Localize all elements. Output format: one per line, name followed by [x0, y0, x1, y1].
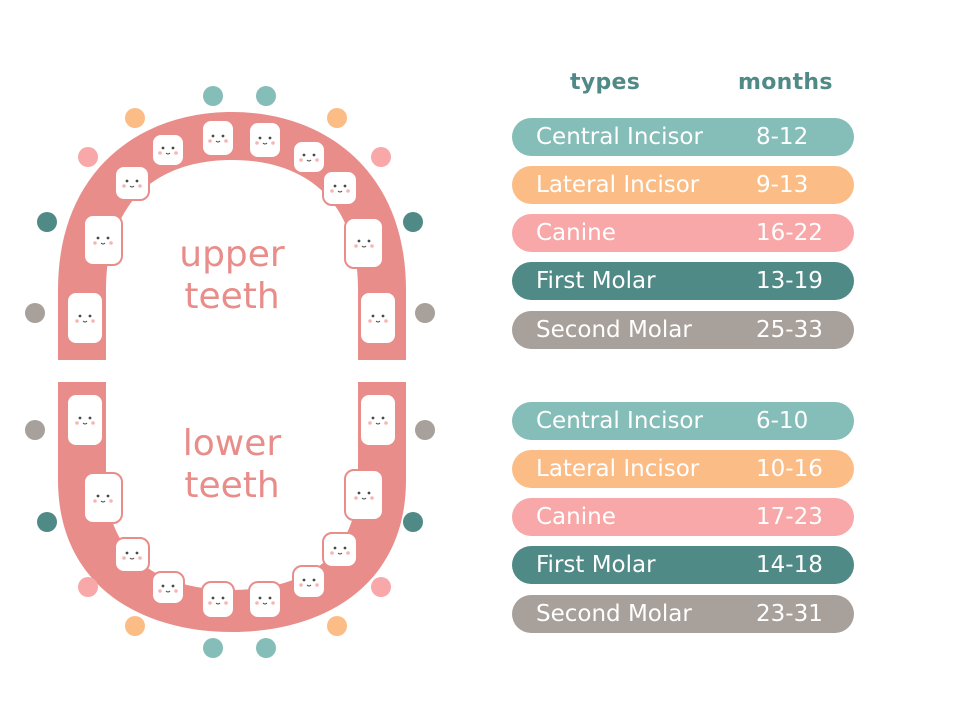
lower-row-lateral-incisor: Lateral Incisor 10-16 [512, 450, 854, 488]
upper-row-second-molar: Second Molar 25-33 [512, 311, 854, 349]
upper-dot-lateral [327, 108, 347, 128]
months-header: months [738, 70, 833, 95]
upper-tooth-first_molar [344, 217, 384, 269]
row-months: 13-19 [756, 268, 823, 294]
row-type: Second Molar [536, 601, 692, 627]
lower-tooth-first_molar [344, 469, 384, 521]
row-type: First Molar [536, 552, 656, 578]
lower-tooth-lateral [292, 565, 326, 599]
upper-dot-canine [78, 147, 98, 167]
upper-tooth-second_molar [359, 291, 397, 345]
row-months: 8-12 [756, 124, 809, 150]
lower-dot-first_molar [403, 512, 423, 532]
upper-tooth-canine [322, 170, 358, 206]
upper-label-line2: teeth [184, 276, 279, 317]
lower-dot-second_molar [25, 420, 45, 440]
row-months: 17-23 [756, 504, 823, 530]
row-type: Lateral Incisor [536, 172, 700, 198]
row-months: 16-22 [756, 220, 823, 246]
tooth-color-dots [25, 86, 435, 658]
upper-row-lateral-incisor: Lateral Incisor 9-13 [512, 166, 854, 204]
upper-tooth-second_molar [66, 291, 104, 345]
row-months: 9-13 [756, 172, 809, 198]
row-type: Lateral Incisor [536, 456, 700, 482]
upper-row-canine: Canine 16-22 [512, 214, 854, 252]
lower-tooth-lateral [151, 571, 185, 605]
upper-tooth-lateral [151, 133, 185, 167]
upper-label-line1: upper [179, 234, 285, 275]
upper-dot-second_molar [25, 303, 45, 323]
upper-tooth-first_molar [83, 214, 123, 266]
lower-dot-canine [371, 577, 391, 597]
upper-dot-central [203, 86, 223, 106]
upper-dot-central [256, 86, 276, 106]
upper-dot-second_molar [415, 303, 435, 323]
lower-dot-lateral [327, 616, 347, 636]
row-type: First Molar [536, 268, 656, 294]
lower-label-line1: lower [183, 423, 282, 464]
lower-tooth-first_molar [83, 472, 123, 524]
lower-row-central-incisor: Central Incisor 6-10 [512, 402, 854, 440]
lower-tooth-central [248, 581, 282, 619]
lower-tooth-second_molar [359, 393, 397, 447]
lower-row-second-molar: Second Molar 23-31 [512, 595, 854, 633]
lower-tooth-second_molar [66, 393, 104, 447]
lower-dot-first_molar [37, 512, 57, 532]
row-type: Central Incisor [536, 408, 703, 434]
lower-row-canine: Canine 17-23 [512, 498, 854, 536]
row-type: Canine [536, 220, 616, 246]
lower-tooth-canine [322, 532, 358, 568]
upper-tooth-central [248, 121, 282, 159]
upper-dot-lateral [125, 108, 145, 128]
teeth-layer [66, 119, 397, 619]
lower-dot-canine [78, 577, 98, 597]
lower-dot-central [256, 638, 276, 658]
upper-tooth-canine [114, 165, 150, 201]
upper-tooth-central [201, 119, 235, 157]
row-type: Central Incisor [536, 124, 703, 150]
row-months: 10-16 [756, 456, 823, 482]
upper-dot-first_molar [403, 212, 423, 232]
row-months: 23-31 [756, 601, 823, 627]
row-type: Canine [536, 504, 616, 530]
row-months: 14-18 [756, 552, 823, 578]
upper-tooth-lateral [292, 140, 326, 174]
upper-dot-first_molar [37, 212, 57, 232]
lower-tooth-central [201, 581, 235, 619]
row-type: Second Molar [536, 317, 692, 343]
lower-row-first-molar: First Molar 14-18 [512, 546, 854, 584]
lower-dot-lateral [125, 616, 145, 636]
lower-tooth-canine [114, 537, 150, 573]
row-months: 25-33 [756, 317, 823, 343]
lower-dot-central [203, 638, 223, 658]
upper-dot-canine [371, 147, 391, 167]
types-header: types [570, 70, 641, 95]
lower-label-line2: teeth [184, 465, 279, 506]
lower-dot-second_molar [415, 420, 435, 440]
upper-row-first-molar: First Molar 13-19 [512, 262, 854, 300]
row-months: 6-10 [756, 408, 809, 434]
upper-row-central-incisor: Central Incisor 8-12 [512, 118, 854, 156]
